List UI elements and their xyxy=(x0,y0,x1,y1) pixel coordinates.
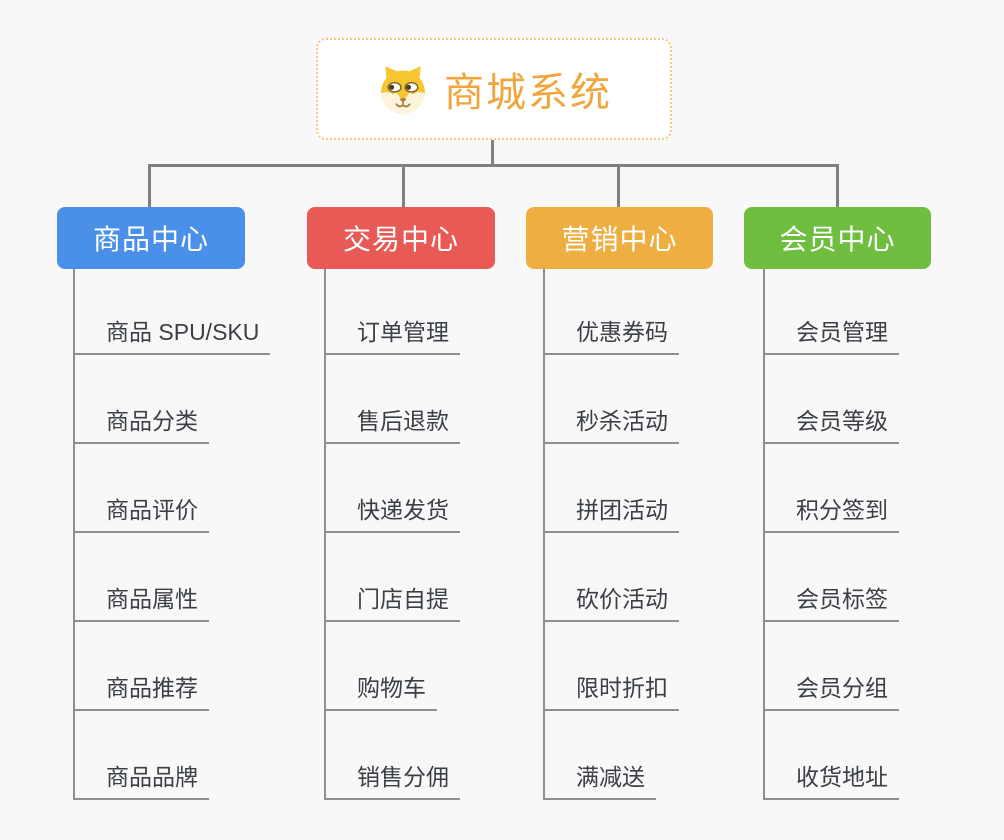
branch-label: 交易中心 xyxy=(342,224,459,255)
leaf-node[interactable]: 订单管理 xyxy=(324,313,460,355)
leaf-node[interactable]: 拼团活动 xyxy=(543,491,679,533)
connector-drop-trade xyxy=(402,164,405,207)
leaf-node[interactable]: 商品分类 xyxy=(73,402,209,444)
leaf-node[interactable]: 会员标签 xyxy=(763,580,899,622)
branch-trunk-marketing-center xyxy=(543,269,545,800)
leaf-node[interactable]: 商品品牌 xyxy=(73,758,209,800)
branch-trunk-trade-center xyxy=(324,269,326,800)
leaf-node[interactable]: 商品 SPU/SKU xyxy=(73,313,271,355)
leaf-node[interactable]: 会员等级 xyxy=(763,402,899,444)
branch-node-marketing-center[interactable]: 营销中心 xyxy=(526,207,713,269)
connector-horizontal-bar xyxy=(148,164,839,167)
root-title: 商城系统 xyxy=(444,71,612,115)
leaf-node[interactable]: 会员分组 xyxy=(763,669,899,711)
leaf-node[interactable]: 优惠券码 xyxy=(543,313,679,355)
root-node-mall-system[interactable]: 商城系统 xyxy=(316,38,672,140)
dog-face-icon xyxy=(381,66,425,115)
branch-node-member-center[interactable]: 会员中心 xyxy=(744,207,931,269)
leaf-node[interactable]: 秒杀活动 xyxy=(543,402,679,444)
branch-node-product-center[interactable]: 商品中心 xyxy=(57,207,245,269)
leaf-node[interactable]: 限时折扣 xyxy=(543,669,679,711)
leaf-node[interactable]: 商品属性 xyxy=(73,580,209,622)
branch-label: 会员中心 xyxy=(779,224,896,255)
connector-drop-products xyxy=(148,164,151,207)
leaf-node[interactable]: 购物车 xyxy=(324,669,437,711)
leaf-node[interactable]: 会员管理 xyxy=(763,313,899,355)
branch-trunk-member-center xyxy=(763,269,765,800)
branch-label: 商品中心 xyxy=(92,224,209,255)
leaf-node[interactable]: 销售分佣 xyxy=(324,758,460,800)
branch-label: 营销中心 xyxy=(561,224,678,255)
leaf-node[interactable]: 售后退款 xyxy=(324,402,460,444)
leaf-node[interactable]: 砍价活动 xyxy=(543,580,679,622)
leaf-node[interactable]: 快递发货 xyxy=(324,491,460,533)
connector-drop-marketing xyxy=(617,164,620,207)
leaf-node[interactable]: 收货地址 xyxy=(763,758,899,800)
leaf-node[interactable]: 积分签到 xyxy=(763,491,899,533)
connector-root-stem xyxy=(491,140,494,167)
branch-trunk-product-center xyxy=(73,269,75,800)
branch-node-trade-center[interactable]: 交易中心 xyxy=(307,207,495,269)
leaf-node[interactable]: 门店自提 xyxy=(324,580,460,622)
leaf-node[interactable]: 商品评价 xyxy=(73,491,209,533)
connector-drop-members xyxy=(836,164,839,207)
leaf-node[interactable]: 商品推荐 xyxy=(73,669,209,711)
leaf-node[interactable]: 满减送 xyxy=(543,758,656,800)
